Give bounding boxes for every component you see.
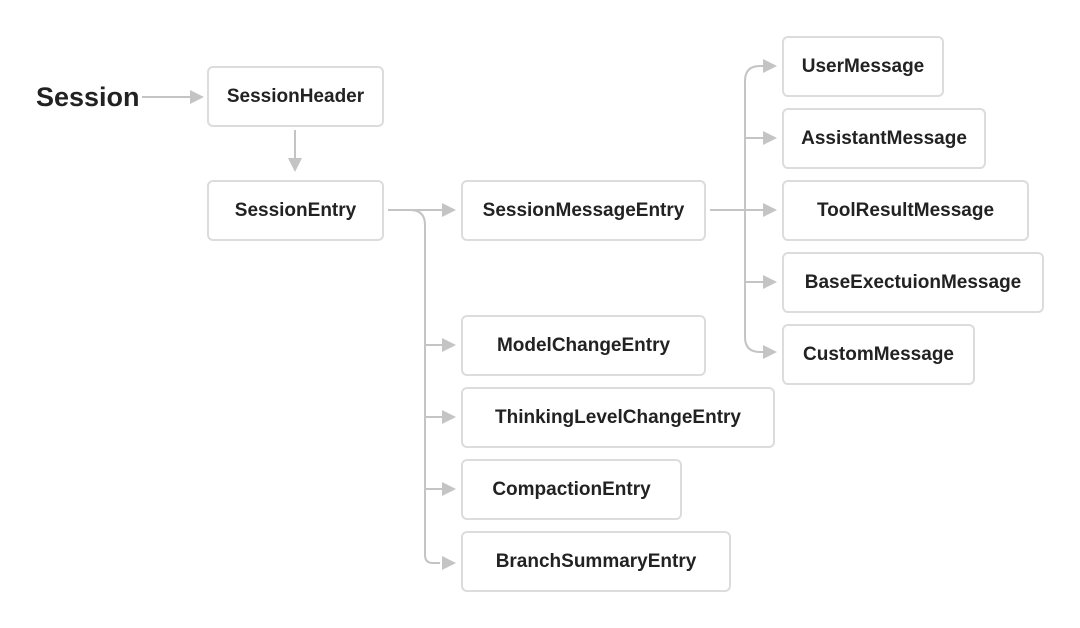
arrowhead-header-to-entry bbox=[288, 158, 302, 172]
arrowhead-to-branch-summary bbox=[442, 556, 456, 570]
branch-summary-entry-node: BranchSummaryEntry bbox=[461, 531, 731, 592]
session-message-entry-node: SessionMessageEntry bbox=[461, 180, 706, 241]
session-root-label: Session bbox=[36, 82, 140, 112]
arrowhead-to-custom-message bbox=[763, 345, 777, 359]
connector-entry-trunk bbox=[388, 209, 440, 564]
arrowhead-to-user-message bbox=[763, 59, 777, 73]
arrowhead-to-assistant-message bbox=[763, 131, 777, 145]
compaction-entry-node: CompactionEntry bbox=[461, 459, 682, 520]
arrowhead-to-base-execution bbox=[763, 275, 777, 289]
session-header-node: SessionHeader bbox=[207, 66, 384, 127]
arrowhead-to-compaction bbox=[442, 482, 456, 496]
arrowhead-to-model-change bbox=[442, 338, 456, 352]
assistant-message-node: AssistantMessage bbox=[782, 108, 986, 169]
arrowhead-to-message-entry bbox=[442, 203, 456, 217]
session-entry-node: SessionEntry bbox=[207, 180, 384, 241]
arrowhead-to-thinking-level bbox=[442, 410, 456, 424]
custom-message-node: CustomMessage bbox=[782, 324, 975, 385]
user-message-node: UserMessage bbox=[782, 36, 944, 97]
tool-result-message-node: ToolResultMessage bbox=[782, 180, 1029, 241]
model-change-entry-node: ModelChangeEntry bbox=[461, 315, 706, 376]
arrowhead-session-to-header bbox=[190, 90, 204, 104]
thinking-level-change-entry-node: ThinkingLevelChangeEntry bbox=[461, 387, 775, 448]
base-execution-message-node: BaseExectuionMessage bbox=[782, 252, 1044, 313]
arrowhead-to-tool-result bbox=[763, 203, 777, 217]
